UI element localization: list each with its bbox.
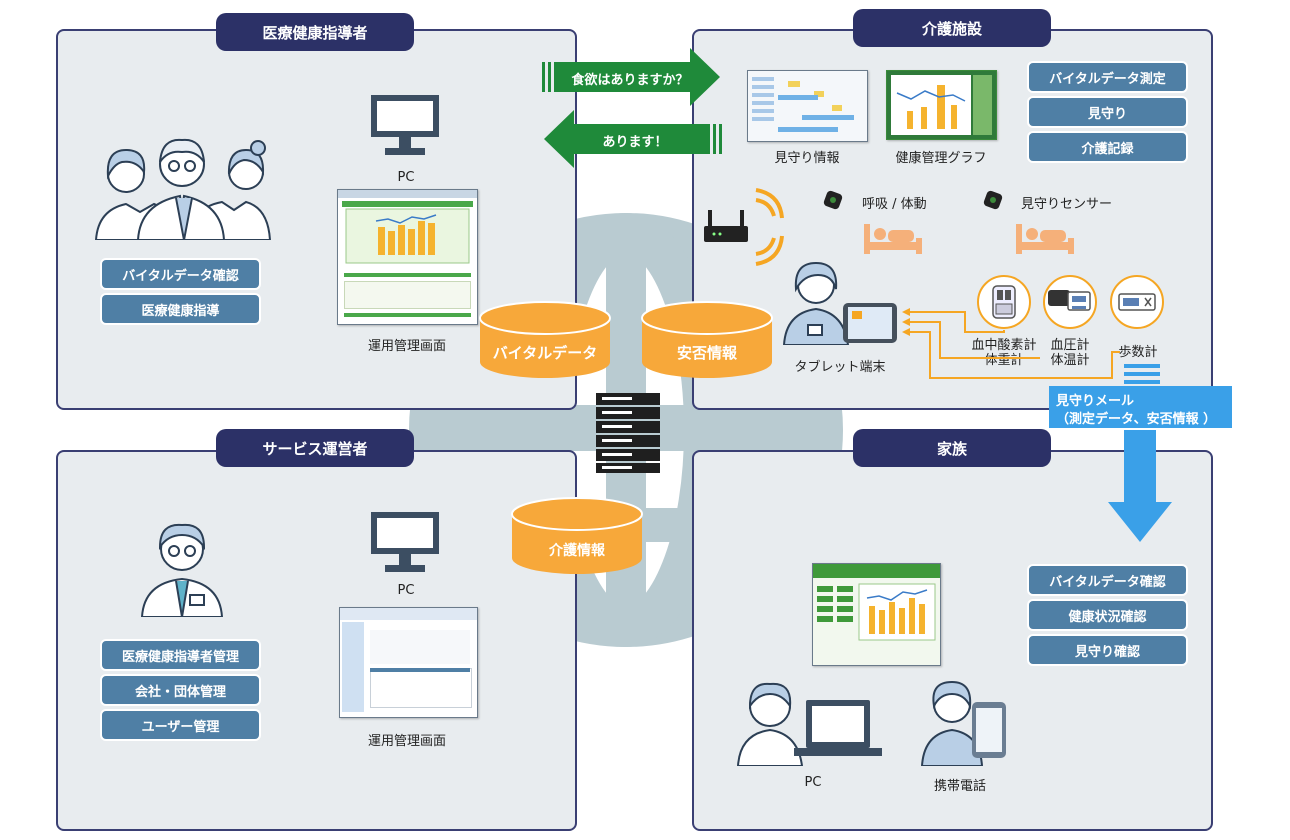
family-dashboard-screen [812, 563, 941, 666]
device3-label: 歩数計 [1118, 345, 1158, 360]
bed-icon-1 [864, 224, 922, 254]
wifi-signal-icon [755, 188, 784, 266]
oximeter-icon [977, 275, 1031, 329]
pc-monitor-icon [371, 95, 439, 155]
family-phone-label: 携帯電話 [933, 779, 986, 794]
answer-arrow [544, 110, 722, 168]
medical-screen-label: 運用管理画面 [367, 339, 446, 354]
caregiver-illustration [782, 261, 850, 345]
panel-title-medical: 医療健康指導者 [216, 13, 414, 51]
device1-label-line2: 体重計 [984, 353, 1024, 368]
health-graph-thumbnail [886, 70, 997, 140]
tablet-label: タブレット端末 [794, 360, 886, 375]
device2-label-line2: 体温計 [1050, 353, 1090, 368]
medical-pc-label: PC [397, 170, 415, 185]
service-management-screen [339, 607, 478, 718]
care-info-cylinder [511, 497, 643, 574]
panel-title-family: 家族 [853, 429, 1051, 467]
server-rack-icon [596, 393, 660, 473]
care-button-record[interactable]: 介護記録 [1027, 131, 1188, 163]
watch-info-label: 見守り情報 [774, 151, 840, 166]
breath-sensor-icon [823, 190, 843, 210]
device1-label-line1: 血中酸素計 [971, 338, 1037, 353]
watch-mail-line2: （測定データ、安否情報 ） [1056, 412, 1217, 427]
medical-button-vital-check[interactable]: バイタルデータ確認 [100, 258, 261, 290]
care-button-watch[interactable]: 見守り [1027, 96, 1188, 128]
panel-title-service: サービス運営者 [216, 429, 414, 467]
medical-staff-illustration [94, 138, 272, 240]
question-arrow [542, 48, 720, 106]
vital-data-cylinder [479, 301, 611, 378]
bed-icon-2 [1016, 224, 1074, 254]
device2-label-line1: 血圧計 [1050, 338, 1090, 353]
watch-info-thumbnail [747, 70, 868, 142]
family-phone-user-illustration [920, 680, 1006, 766]
medical-management-screen [337, 189, 478, 325]
family-pc-user-illustration [736, 682, 882, 766]
router-icon [704, 210, 748, 242]
tablet-icon [843, 303, 897, 343]
answer-text: あります！ [602, 135, 668, 150]
mail-stripes [1124, 364, 1160, 384]
family-button-watch-check[interactable]: 見守り確認 [1027, 634, 1188, 666]
medical-button-guidance[interactable]: 医療健康指導 [100, 293, 261, 325]
pedometer-icon [1110, 275, 1164, 329]
safety-info-cylinder [641, 301, 773, 378]
service-pc-monitor-icon [371, 512, 439, 572]
care-button-vital-measure[interactable]: バイタルデータ測定 [1027, 61, 1188, 93]
question-text: 食欲はありますか？ [571, 73, 689, 88]
service-button-companies[interactable]: 会社・団体管理 [100, 674, 261, 706]
watch-mail-box [1049, 386, 1232, 428]
blood-pressure-icon [1043, 275, 1097, 329]
vital-data-label: バイタルデータ [492, 344, 598, 362]
service-button-leaders[interactable]: 医療健康指導者管理 [100, 639, 261, 671]
care-info-label: 介護情報 [549, 543, 605, 559]
family-button-vital-check[interactable]: バイタルデータ確認 [1027, 564, 1188, 596]
service-button-users[interactable]: ユーザー管理 [100, 709, 261, 741]
watch-sensor-icon [983, 190, 1003, 210]
panel-title-care: 介護施設 [853, 9, 1051, 47]
operator-illustration [140, 523, 224, 617]
watch-mail-line1: 見守りメール [1056, 394, 1135, 409]
family-pc-label: PC [804, 775, 822, 790]
watch-sensor-label: 見守りセンサー [1021, 197, 1113, 212]
service-pc-label: PC [397, 583, 415, 598]
breath-sensor-label: 呼吸 / 体動 [862, 197, 927, 212]
family-button-health-check[interactable]: 健康状況確認 [1027, 599, 1188, 631]
safety-info-label: 安否情報 [676, 344, 737, 362]
service-screen-label: 運用管理画面 [367, 734, 446, 749]
health-graph-label: 健康管理グラフ [895, 151, 987, 166]
mail-down-arrow [1108, 430, 1172, 542]
